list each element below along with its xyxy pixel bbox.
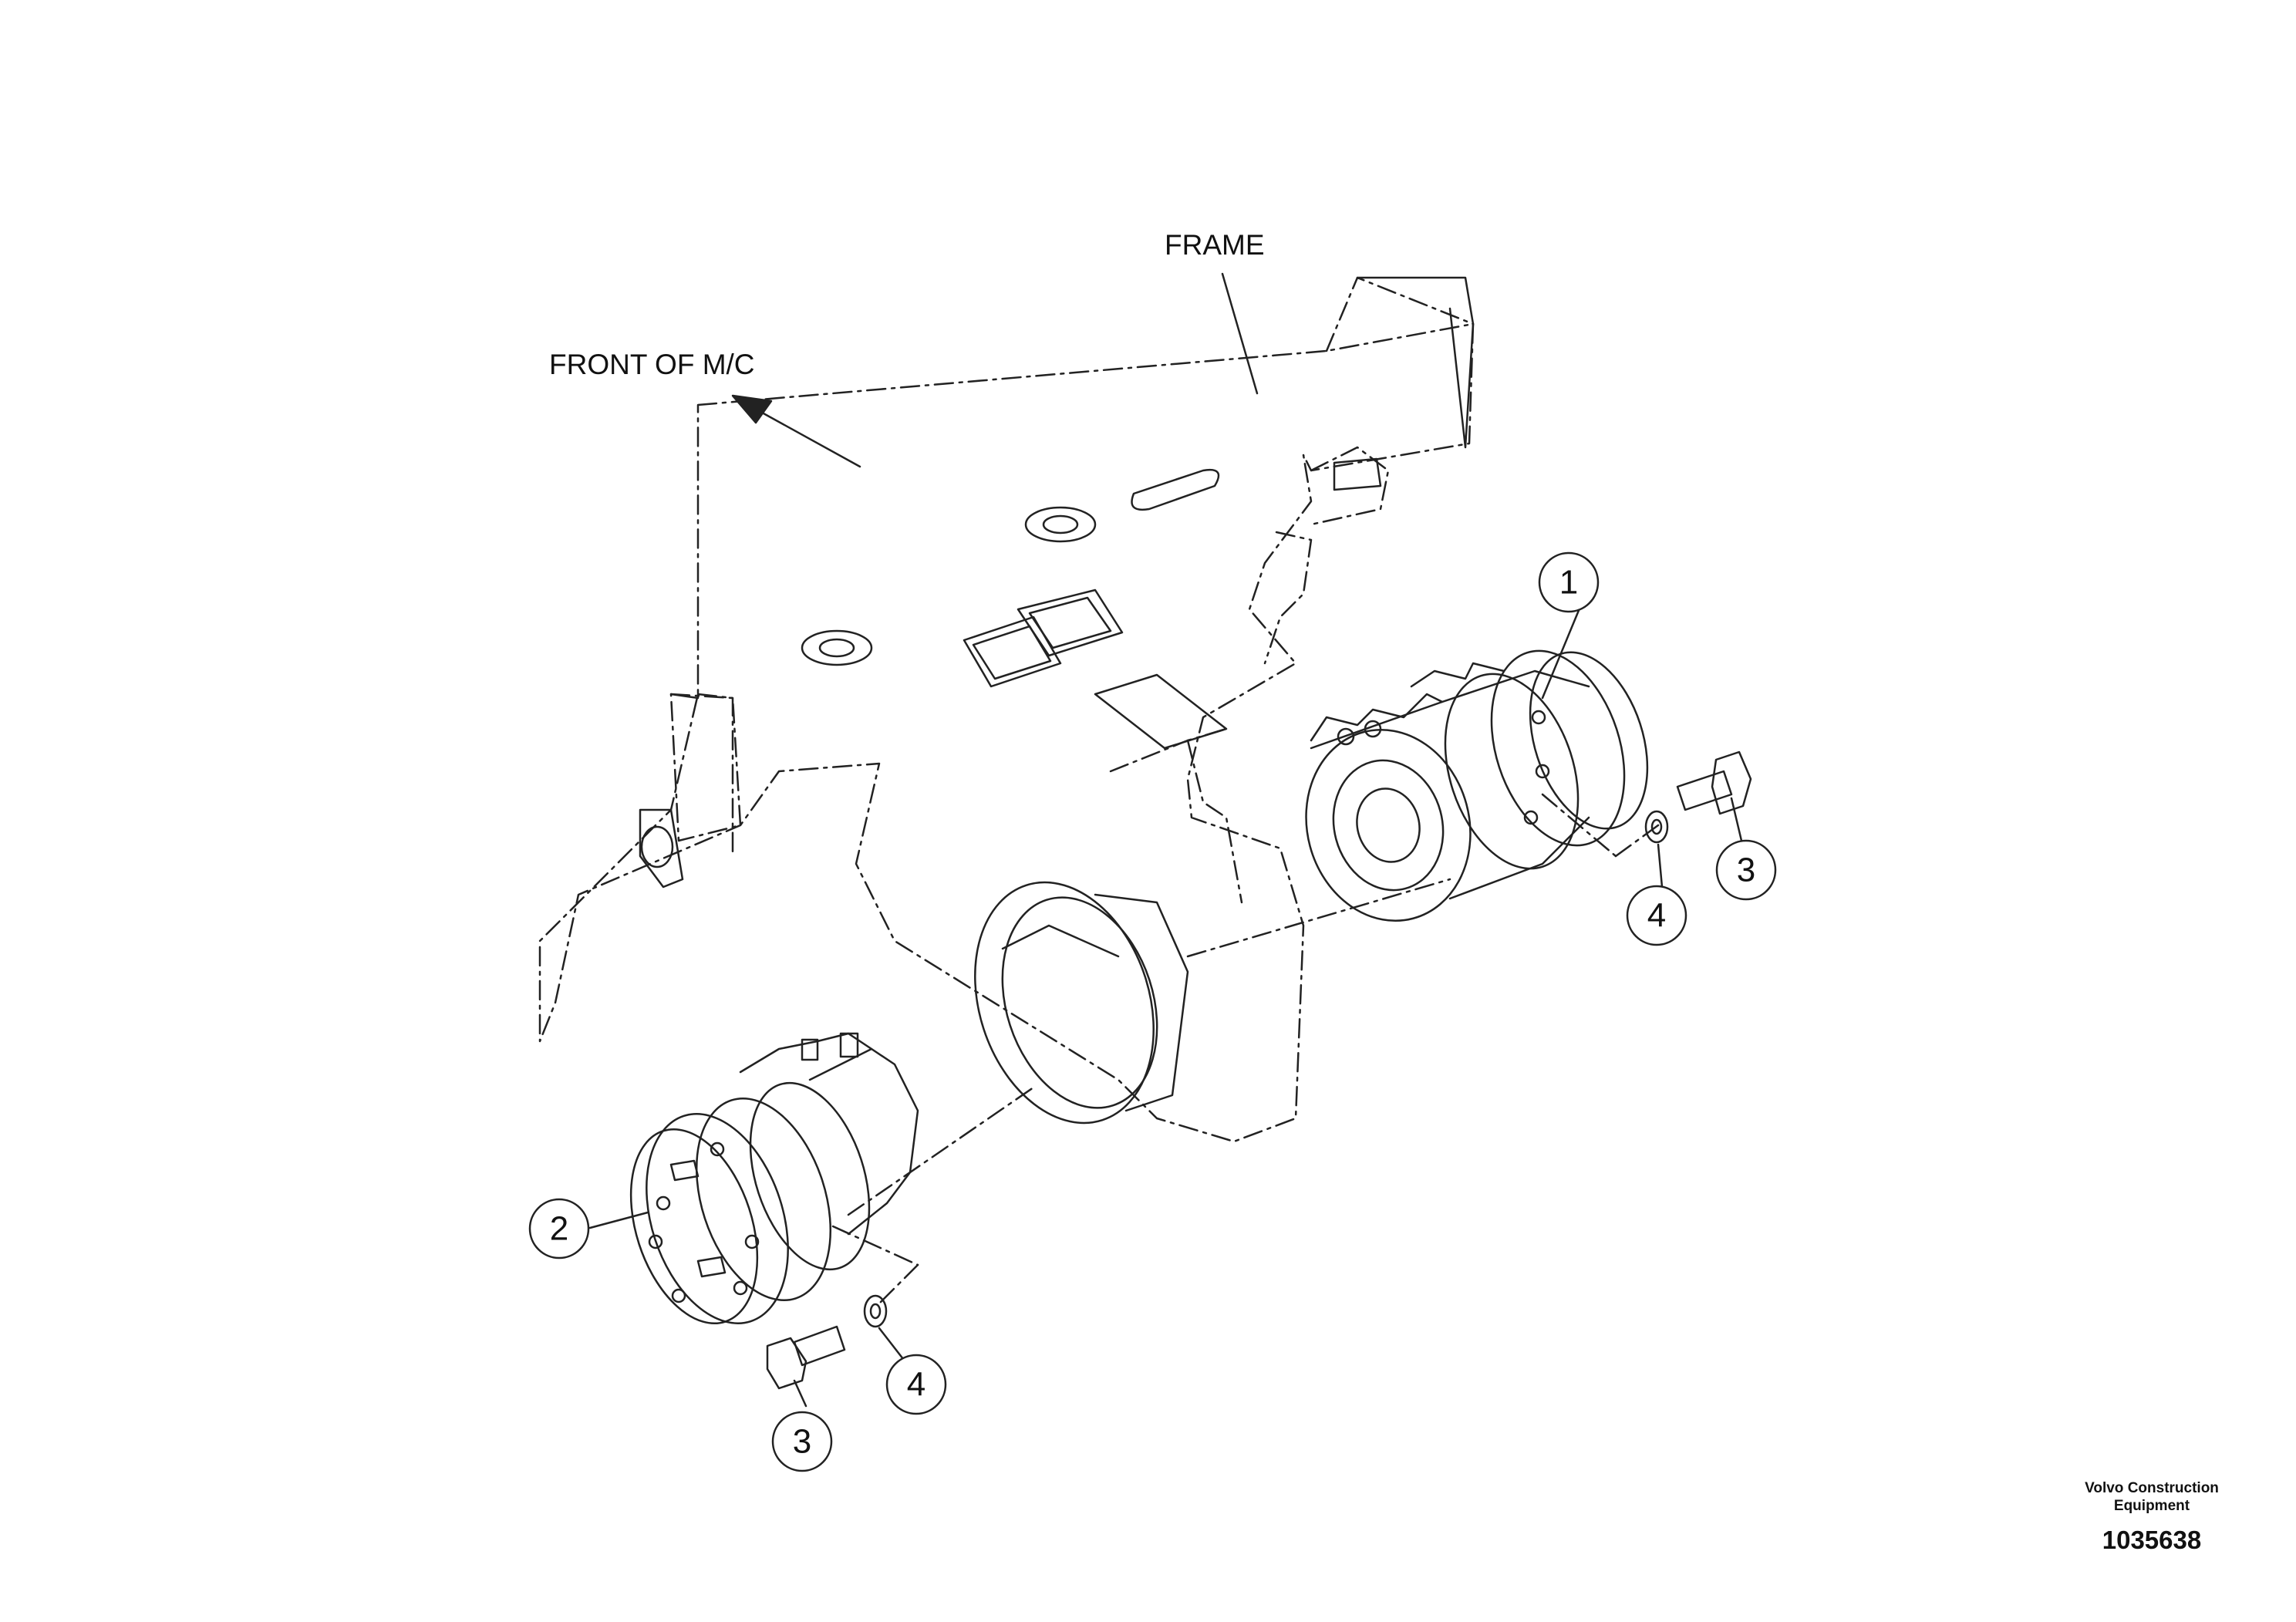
travel-motor-left-drawing bbox=[629, 1032, 919, 1325]
bolt-left-drawing bbox=[766, 1325, 846, 1390]
frame-body bbox=[538, 276, 1475, 1143]
front-arrow bbox=[731, 394, 861, 468]
travel-motor-right-drawing bbox=[1305, 649, 1649, 922]
svg-text:3: 3 bbox=[793, 1423, 811, 1461]
callout-3-right[interactable]: 3 bbox=[1715, 839, 1777, 901]
svg-text:4: 4 bbox=[907, 1366, 925, 1404]
callout-1[interactable]: 1 bbox=[1538, 551, 1600, 613]
callout-3-left[interactable]: 3 bbox=[771, 1411, 833, 1472]
washer-right-drawing bbox=[1644, 810, 1669, 844]
drawing-number: 1035638 bbox=[2102, 1526, 2202, 1554]
callout-4-right[interactable]: 4 bbox=[1626, 885, 1687, 946]
svg-text:2: 2 bbox=[550, 1210, 568, 1248]
svg-text:3: 3 bbox=[1737, 851, 1755, 889]
frame-label: FRAME bbox=[1165, 229, 1265, 261]
company-name-line2: Equipment bbox=[2113, 1498, 2190, 1514]
svg-text:4: 4 bbox=[1647, 897, 1666, 935]
company-name-line1: Volvo Construction bbox=[2085, 1480, 2219, 1496]
bolt-right-drawing bbox=[1676, 750, 1752, 815]
callout-4-left[interactable]: 4 bbox=[885, 1354, 947, 1415]
svg-text:1: 1 bbox=[1559, 564, 1578, 602]
company-credit: Volvo Construction Equipment bbox=[2036, 1479, 2267, 1515]
assembly-lines bbox=[831, 793, 1660, 1305]
front-of-machine-label: FRONT OF M/C bbox=[549, 349, 755, 380]
callout-2[interactable]: 2 bbox=[528, 1198, 590, 1259]
washer-left-drawing bbox=[863, 1294, 888, 1328]
leader-lines bbox=[588, 272, 1743, 1408]
